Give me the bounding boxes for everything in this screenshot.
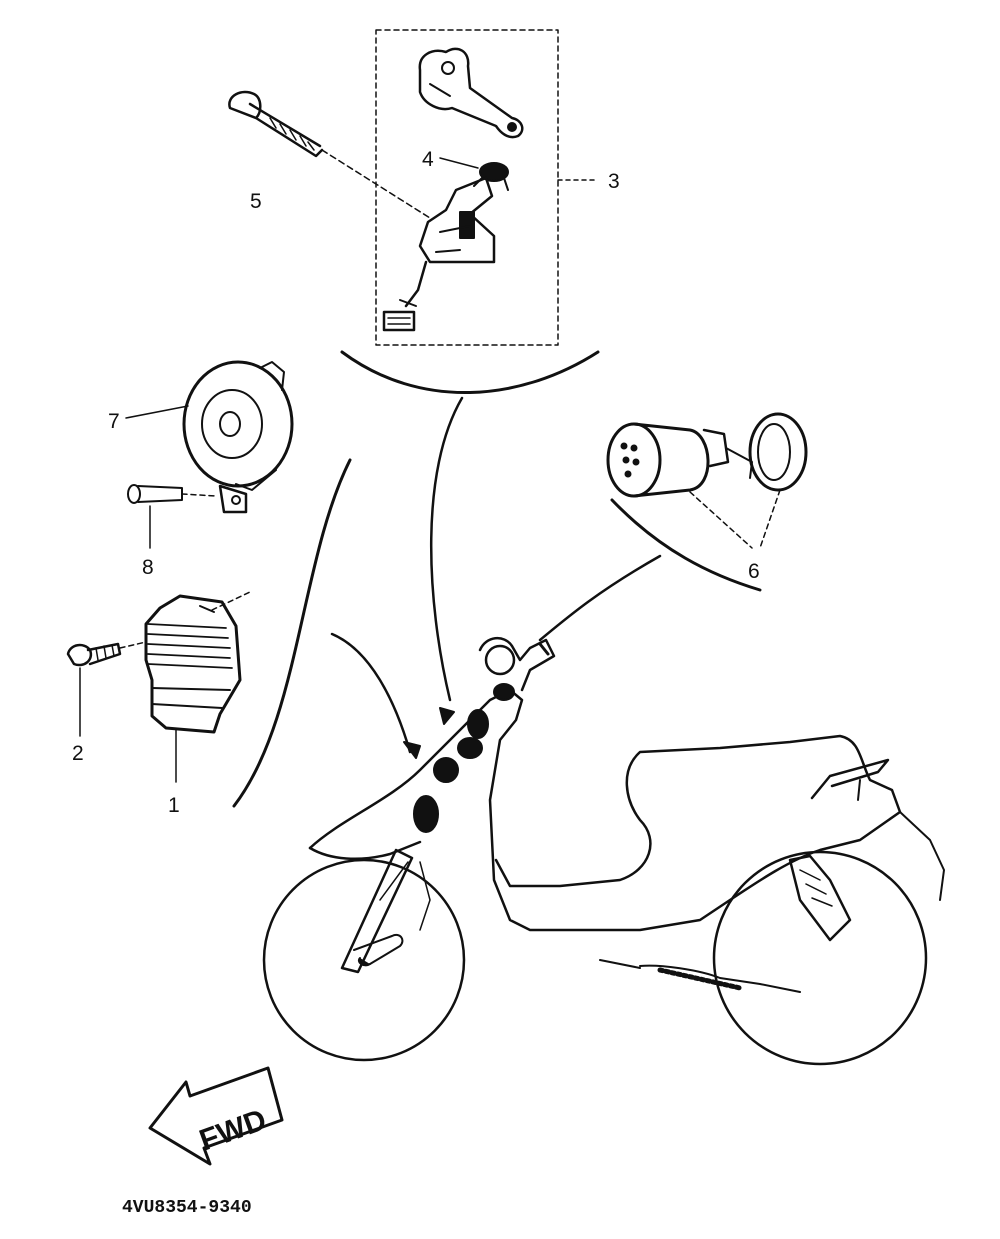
callout-8: 8 (142, 556, 154, 579)
horn-part-7 (125, 360, 294, 514)
frame-outline (232, 350, 762, 808)
callout-6: 6 (748, 560, 760, 583)
lock-bracket (418, 47, 524, 139)
main-switch (382, 176, 496, 332)
pointer-lines (330, 554, 662, 759)
fwd-label: FWD (195, 1103, 270, 1157)
callout-7: 7 (108, 410, 120, 433)
screw-part-8 (127, 484, 217, 549)
bolt-part-2 (66, 641, 147, 737)
forward-arrow (148, 1066, 284, 1166)
callout-1: 1 (168, 794, 180, 817)
callout-3: 3 (608, 170, 620, 193)
callout-2: 2 (72, 742, 84, 765)
callout-5: 5 (250, 190, 262, 213)
callout-4: 4 (422, 148, 434, 171)
scooter-body (262, 637, 945, 1066)
bolt-part-5 (228, 90, 431, 219)
key-cylinder-cap (473, 162, 509, 191)
speedometer-part-6 (606, 412, 808, 549)
part-code: 4VU8354-9340 (122, 1198, 252, 1218)
rectifier-part-1 (144, 591, 251, 783)
ignition-group-box (375, 29, 599, 346)
